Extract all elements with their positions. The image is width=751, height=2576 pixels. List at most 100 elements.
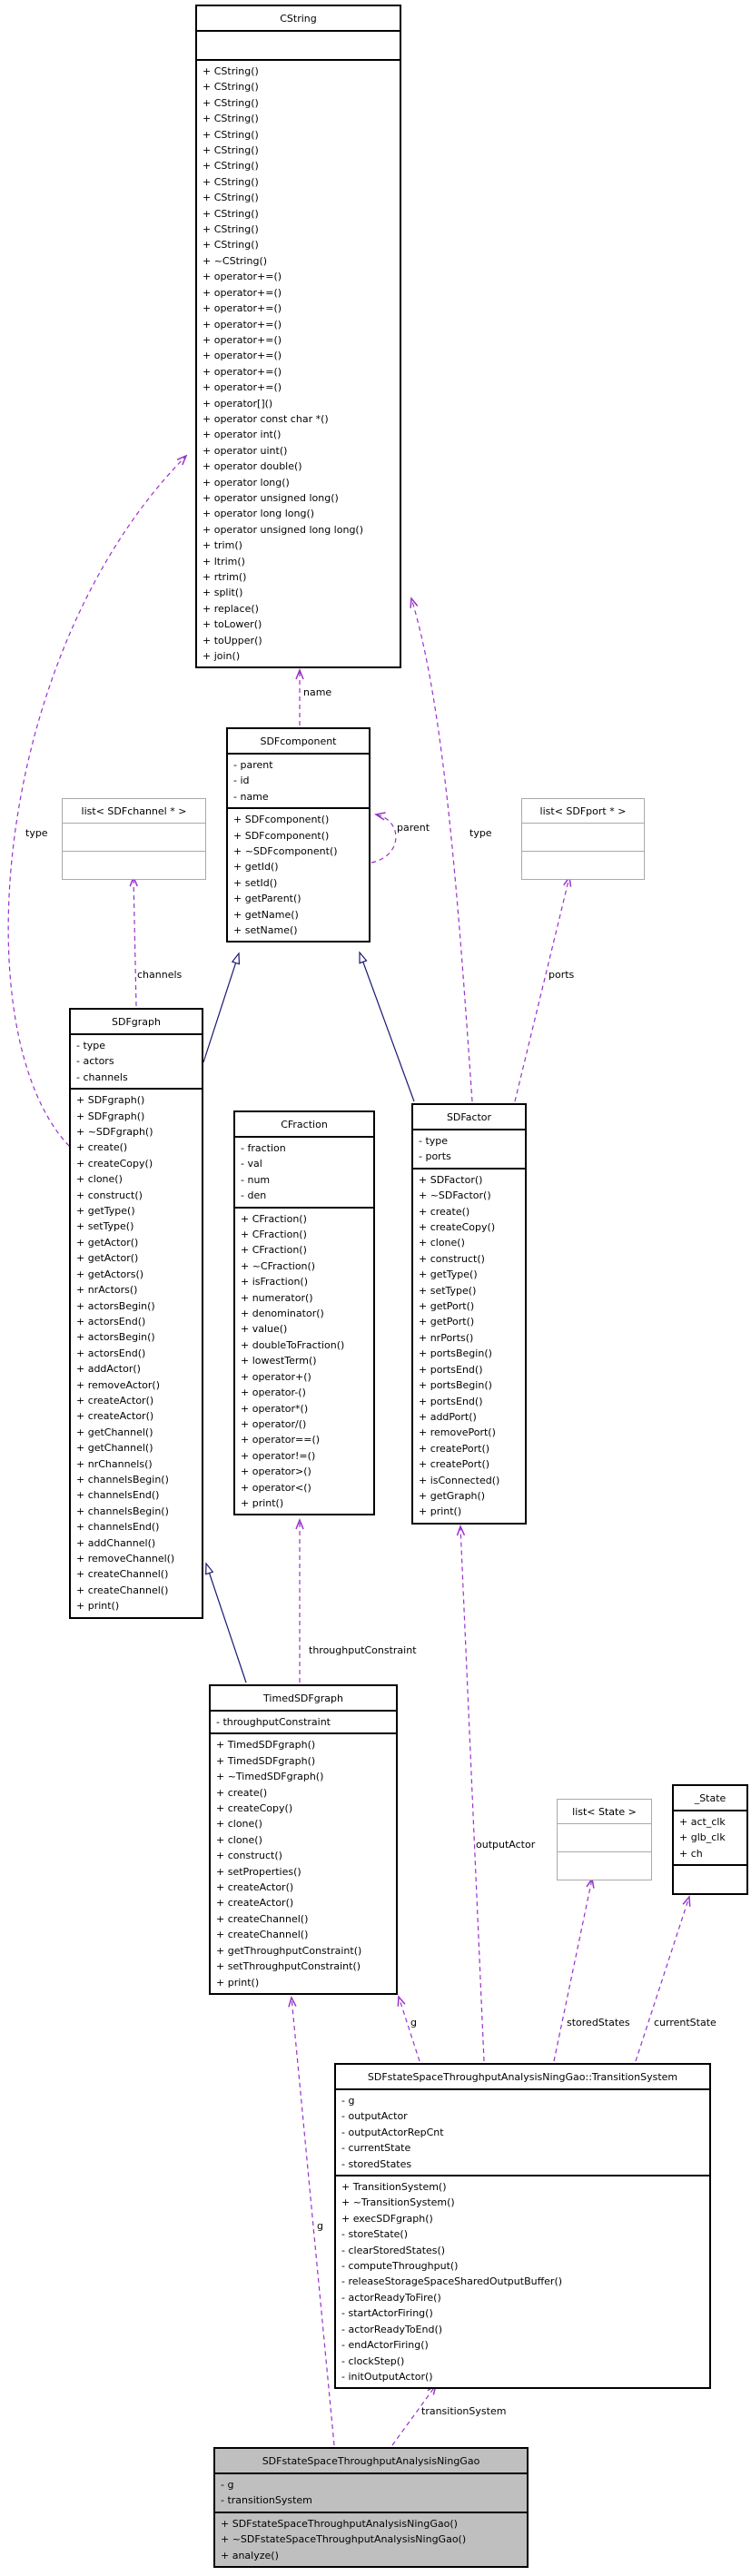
member-row: - startActorFiring() xyxy=(341,2307,433,2320)
member-row: + addActor() xyxy=(76,1363,141,1376)
member-row: + getThroughputConstraint() xyxy=(216,1944,362,1957)
member-row: + ~SDFactor() xyxy=(419,1189,491,1202)
member-row: + portsBegin() xyxy=(419,1347,492,1360)
class-title: SDFcomponent xyxy=(260,735,337,747)
member-row: + clone() xyxy=(76,1173,123,1186)
member-row: + CString() xyxy=(203,223,259,236)
member-row: - val xyxy=(241,1158,262,1170)
member-row: - actorReadyToFire() xyxy=(341,2291,441,2304)
member-row: + operator uint() xyxy=(203,444,288,457)
edge-usage-outputactor xyxy=(456,1524,485,2062)
member-row: + TransitionSystem() xyxy=(341,2181,447,2194)
class-title: _State xyxy=(694,1792,726,1804)
class-ninggao[interactable]: SDFstateSpaceThroughputAnalysisNingGao -… xyxy=(213,2447,529,2569)
edge-inheritance-sdfgraph-to-sdfcomponent xyxy=(203,952,241,1063)
member-row: + channelsBegin() xyxy=(76,1473,169,1485)
member-row: + createChannel() xyxy=(216,1929,309,1941)
class-list-state[interactable]: list< State > xyxy=(557,1799,652,1880)
member-row: + ~CString() xyxy=(203,254,268,267)
member-row: + clone() xyxy=(419,1237,465,1249)
member-row: + nrPorts() xyxy=(419,1331,474,1344)
member-row: + portsEnd() xyxy=(419,1363,483,1376)
member-row: + removePort() xyxy=(419,1426,496,1439)
class-methods: + CFraction()+ CFraction()+ CFraction()+… xyxy=(235,1206,373,1515)
member-row: + create() xyxy=(76,1141,128,1154)
member-row: + operator+=() xyxy=(203,381,282,394)
class-attributes xyxy=(558,1823,651,1851)
member-row: + getGraph() xyxy=(419,1489,486,1502)
member-row: + CString() xyxy=(203,239,259,252)
member-row: + CString() xyxy=(203,192,259,204)
member-row: + createActor() xyxy=(216,1897,294,1910)
edge-label-g-transitionsystem: g xyxy=(410,2017,417,2028)
edge-label-name: name xyxy=(303,686,332,698)
member-row: + operator==() xyxy=(241,1434,321,1446)
member-row: + operator<() xyxy=(241,1481,311,1494)
member-row: + createPort() xyxy=(419,1442,490,1455)
edge-usage-channels xyxy=(129,874,138,1007)
class-list-sdfport[interactable]: list< SDFport * > xyxy=(521,798,645,880)
class-sdfcomponent[interactable]: SDFcomponent - parent- id- name + SDFcom… xyxy=(226,727,371,943)
member-row: + getPort() xyxy=(419,1300,475,1313)
member-row: - outputActor xyxy=(341,2110,408,2123)
edge-usage-storedstates xyxy=(553,1877,595,2062)
member-row: + doubleToFraction() xyxy=(241,1338,345,1351)
member-row: + nrChannels() xyxy=(76,1457,153,1470)
member-row: + operator+=() xyxy=(203,318,282,331)
class-timedsdfgraph[interactable]: TimedSDFgraph - throughputConstraint + T… xyxy=(209,1684,398,1995)
member-row: + create() xyxy=(216,1786,268,1799)
class-attributes: - g- transitionSystem xyxy=(215,2472,527,2512)
member-row: + createPort() xyxy=(419,1458,490,1471)
member-row: + createActor() xyxy=(76,1394,154,1406)
edge-usage-parent-selfloop xyxy=(371,812,397,864)
member-row: + operator+=() xyxy=(203,286,282,299)
member-row: + act_clk xyxy=(679,1816,726,1828)
member-row: + execSDFgraph() xyxy=(341,2212,433,2225)
member-row: + CString() xyxy=(203,113,259,125)
member-row: + replace() xyxy=(203,602,259,615)
class-sdfactor[interactable]: SDFactor - type- ports + SDFactor()+ ~SD… xyxy=(411,1103,527,1525)
class-list-sdfchannel[interactable]: list< SDFchannel * > xyxy=(62,798,206,880)
member-row: + createChannel() xyxy=(76,1584,169,1596)
member-row: + actorsBegin() xyxy=(76,1331,155,1344)
member-row: + join() xyxy=(203,650,241,663)
class-title: SDFstateSpaceThroughputAnalysisNingGao::… xyxy=(367,2071,678,2083)
member-row: - id xyxy=(233,775,250,787)
member-row: + setName() xyxy=(233,924,298,937)
class-methods: + SDFcomponent()+ SDFcomponent()+ ~SDFco… xyxy=(228,807,369,941)
member-row: + glb_clk xyxy=(679,1831,726,1844)
member-row: - endActorFiring() xyxy=(341,2339,429,2352)
edge-usage-currentstate xyxy=(635,1895,691,2062)
member-row: - actors xyxy=(76,1055,114,1068)
class-attributes: - type- ports xyxy=(413,1129,525,1168)
edge-label-currentstate: currentState xyxy=(654,2017,716,2028)
class-cfraction[interactable]: CFraction - fraction- val- num- den + CF… xyxy=(233,1110,375,1516)
member-row: + createActor() xyxy=(76,1410,154,1423)
member-row: + print() xyxy=(419,1505,462,1518)
member-row: + operator unsigned long long() xyxy=(203,523,364,536)
member-row: + operator+=() xyxy=(203,350,282,362)
member-row: + ~TransitionSystem() xyxy=(341,2196,455,2209)
class-attributes: - parent- id- name xyxy=(228,753,369,807)
member-row: + removeChannel() xyxy=(76,1553,175,1564)
edge-label-ports: ports xyxy=(548,969,575,981)
class-title: SDFactor xyxy=(446,1111,492,1123)
member-row: + construct() xyxy=(419,1252,485,1265)
member-row: + CString() xyxy=(203,175,259,188)
class-cstring[interactable]: CString + CString()+ CString()+ CString(… xyxy=(195,5,401,669)
member-row: + operator!=() xyxy=(241,1449,316,1462)
member-row: + getId() xyxy=(233,861,279,873)
member-row: + isFraction() xyxy=(241,1276,308,1288)
member-row: + getActors() xyxy=(76,1268,144,1280)
member-row: + create() xyxy=(419,1205,470,1218)
member-row: - storedStates xyxy=(341,2157,412,2170)
member-row: - ports xyxy=(419,1150,451,1163)
member-row: + CString() xyxy=(203,65,259,77)
edge-usage-g-ninggao xyxy=(288,1995,335,2446)
member-row: - storeState() xyxy=(341,2228,408,2241)
class-state[interactable]: _State + act_clk+ glb_clk+ ch xyxy=(672,1784,748,1896)
class-methods: + SDFstateSpaceThroughputAnalysisNingGao… xyxy=(215,2511,527,2566)
class-sdfgraph[interactable]: SDFgraph - type- actors- channels + SDFg… xyxy=(69,1008,203,1619)
member-row: - parent xyxy=(233,759,273,771)
class-transitionsystem[interactable]: SDFstateSpaceThroughputAnalysisNingGao::… xyxy=(334,2063,711,2390)
